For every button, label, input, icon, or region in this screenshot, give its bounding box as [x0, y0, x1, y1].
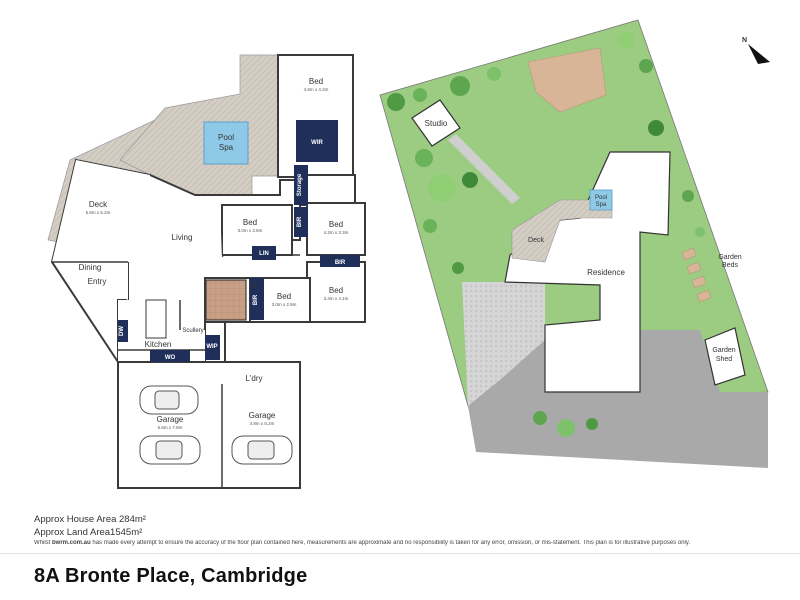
car-icons	[139, 385, 293, 465]
north-label: N	[742, 37, 747, 44]
site-residence-label: Residence	[587, 268, 625, 277]
garden-shed-label-1: Garden	[712, 347, 735, 354]
garage2-dim: 4.8m x 6.2m	[250, 421, 275, 426]
st-label: ST	[252, 284, 260, 290]
site-plan: Studio Pool Spa Deck Residence Garden Be…	[379, 19, 770, 468]
site-pool-label: Pool	[595, 195, 607, 201]
site-studio-label: Studio	[425, 119, 448, 128]
bathroom	[205, 279, 247, 321]
property-address: 8A Bronte Place, Cambridge	[34, 565, 308, 587]
land-area: Approx Land Area1545m²	[34, 527, 143, 538]
garage1-label: Garage	[157, 415, 184, 424]
garage2-label: Garage	[249, 411, 276, 420]
divider	[0, 553, 800, 554]
garden-beds-label-1: Garden	[718, 254, 741, 261]
pool-spa	[203, 121, 249, 165]
floor-plan-and-site-plan: Pool Spa	[47, 19, 770, 489]
bed5-dim: 3.4m x 4.1m	[324, 296, 349, 301]
dining-label: Dining	[79, 263, 102, 272]
disclaimer-text: has made every attempt to ensure the acc…	[90, 540, 691, 546]
wir-label: WIR	[311, 140, 323, 146]
studio-building	[411, 99, 461, 147]
driveway	[468, 330, 768, 468]
floor-plan: Pool Spa	[47, 54, 366, 489]
lin-label: LIN	[259, 251, 269, 257]
bed1-label: Bed	[309, 77, 323, 86]
disclaimer: Whilst bwrm.com.au has made every attemp…	[34, 540, 774, 546]
site-spa-label: Spa	[596, 202, 607, 208]
bed1-dim: 4.6m x 4.2m	[304, 87, 329, 92]
bed4-dim: 3.0m x 2.9m	[272, 302, 297, 307]
bed3-dim: 4.2m x 3.3m	[324, 230, 349, 235]
bed2-label: Bed	[243, 218, 257, 227]
deck-label: Deck	[89, 200, 108, 209]
disclaimer-site: bwrm.com.au	[52, 540, 91, 546]
garden-shed-building	[704, 327, 746, 386]
garden-shed-label-2: Shed	[716, 356, 732, 363]
spa-label: Spa	[219, 143, 234, 152]
laundry-label: L'dry	[245, 374, 262, 383]
bed5-label: Bed	[329, 286, 343, 295]
site-pool	[589, 189, 613, 211]
bed3-label: Bed	[329, 220, 343, 229]
kitchen-label: Kitchen	[145, 340, 172, 349]
pool-label: Pool	[218, 133, 234, 142]
garage1-dim: 6.6m x 7.8m	[158, 425, 183, 430]
deck-dim: 5.6m x 5.2m	[86, 210, 111, 215]
garden-beds	[681, 247, 712, 303]
bir-label-3: BIR	[253, 294, 259, 305]
bir-label-2: BIR	[335, 260, 346, 266]
entry-label: Entry	[88, 277, 107, 286]
site-deck-label: Deck	[528, 237, 544, 244]
living-label: Living	[172, 233, 193, 242]
house-area: Approx House Area 284m²	[34, 514, 146, 525]
bir-label-1: BIR	[297, 216, 303, 227]
trees	[387, 32, 705, 437]
dw-label: DW	[119, 326, 125, 336]
scullery-label: Scullery	[182, 328, 203, 334]
garden-feature	[527, 47, 607, 113]
kitchen-island	[145, 299, 167, 339]
cabinets	[118, 120, 360, 362]
bed4-label: Bed	[277, 292, 291, 301]
storage-label: Storage	[297, 173, 303, 196]
north-arrow-icon: N	[742, 37, 770, 64]
bed2-dim: 3.0m x 2.8m	[238, 228, 263, 233]
paving	[462, 282, 545, 406]
wip-label: WIP	[206, 344, 217, 350]
site-deck	[511, 199, 613, 263]
wo-label: WO	[165, 355, 176, 361]
garden-beds-label-2: Beds	[722, 262, 738, 269]
disclaimer-lead: Whilst	[34, 540, 52, 546]
